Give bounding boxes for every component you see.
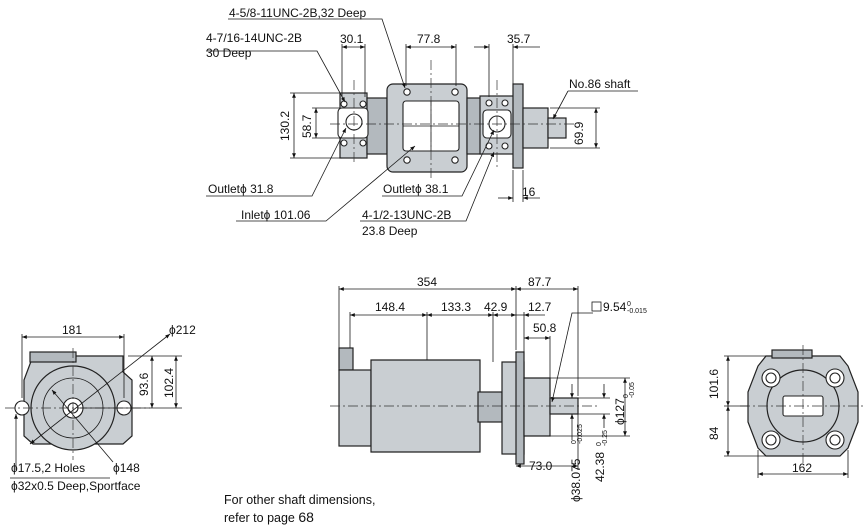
mounting-flange [512, 83, 524, 169]
dim-42-38: 42.38 [593, 452, 607, 482]
dia-127-tol-lower: -0.05 [629, 382, 636, 398]
shaft-label: No.86 shaft [569, 77, 631, 91]
dim-102-4: 102.4 [162, 368, 176, 398]
shaft-note-text: refer to page [224, 511, 295, 525]
dim-101-6: 101.6 [707, 369, 721, 399]
thread-callout-7-16: 4-7/16-14UNC-2B [206, 31, 302, 45]
dim-69-9: 69.9 [572, 121, 586, 145]
dia-127-tol-upper: 0 [623, 394, 630, 398]
thread-callout-5-8: 4-5/8-11UNC-2B,32 Deep [229, 6, 367, 20]
key-size: 9.54 [603, 300, 627, 314]
dim-77-8: 77.8 [417, 32, 441, 46]
shaft-top [547, 117, 567, 139]
dim-30-1: 30.1 [340, 32, 364, 46]
dim-42-38-tol-lower: -0.25 [602, 430, 609, 446]
dim-phi212: ϕ212 [169, 323, 196, 337]
spotface-label: ϕ32x0.5 Deep,Sportface [11, 479, 141, 493]
right-view [724, 345, 866, 478]
rear-section [338, 369, 372, 447]
dia-38-tol-upper: 0 [571, 440, 578, 444]
shaft-note: For other shaft dimensions, refer to pag… [224, 492, 375, 527]
dim-354: 354 [417, 275, 437, 289]
key-tol-lower: -0.015 [627, 308, 647, 315]
dim-42-9: 42.9 [484, 300, 508, 314]
dim-93-6: 93.6 [137, 372, 151, 396]
left-view [5, 333, 182, 479]
dim-162: 162 [792, 461, 812, 475]
dim-148-4: 148.4 [375, 300, 405, 314]
key-tol-upper: 0 [627, 301, 631, 308]
inlet-label: Inletϕ 101.06 [241, 208, 311, 222]
square-key-symbol [591, 301, 602, 312]
dim-phi148: ϕ148 [113, 461, 140, 475]
thread-callout-1-2-depth: 23.8 Deep [362, 224, 418, 238]
dim-35-7: 35.7 [507, 32, 531, 46]
holes-label: ϕ17.5,2 Holes [11, 461, 85, 475]
dim-73-0: 73.0 [529, 459, 553, 473]
thread-callout-7-16-depth: 30 Deep [206, 46, 252, 60]
thread-callout-1-2: 4-1/2-13UNC-2B [362, 208, 451, 222]
dim-133-3: 133.3 [441, 300, 471, 314]
outlet-small-label: Outletϕ 31.8 [208, 182, 274, 196]
labels: 4-5/8-11UNC-2B,32 Deep 4-7/16-14UNC-2B 3… [11, 6, 812, 502]
shaft-note-page: 68 [298, 509, 314, 525]
shaft-note-line2: refer to page 68 [224, 509, 375, 527]
dim-87-7: 87.7 [528, 275, 552, 289]
shaft-note-line1: For other shaft dimensions, [224, 493, 376, 507]
dim-84: 84 [707, 426, 721, 440]
dia-38: ϕ38.075 [569, 458, 583, 502]
dim-42-38-tol-upper: 0 [596, 442, 603, 446]
dia-127: ϕ127 [613, 398, 627, 425]
dim-130-2: 130.2 [278, 111, 292, 141]
dia-38-tol-lower: -0.025 [577, 424, 584, 444]
dim-181: 181 [62, 323, 82, 337]
top-view [206, 18, 638, 222]
dim-16: 16 [522, 185, 536, 199]
outlet-large-label: Outletϕ 38.1 [383, 182, 449, 196]
dim-50-8: 50.8 [533, 321, 557, 335]
side-view [330, 286, 630, 470]
dim-58-7: 58.7 [300, 114, 314, 138]
dim-12-7: 12.7 [528, 300, 552, 314]
